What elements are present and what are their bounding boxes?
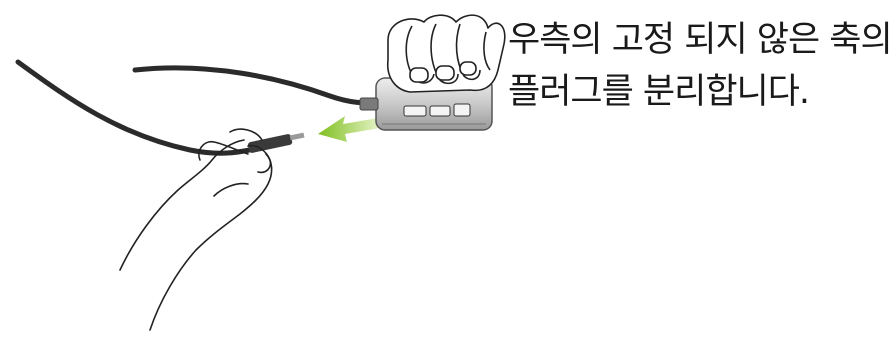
- bottom-hand-icon: [120, 129, 272, 330]
- unplug-illustration: [0, 0, 520, 346]
- cable-top: [135, 68, 382, 103]
- top-hand-icon: [388, 15, 505, 92]
- instruction-line-2: 플러그를 분리합니다.: [508, 66, 888, 118]
- instruction-text: 우측의 고정 되지 않은 축의 플러그를 분리합니다.: [508, 14, 888, 118]
- plug-icon: [247, 133, 304, 154]
- arrow-icon: [318, 116, 380, 142]
- cable-left: [18, 62, 258, 153]
- instruction-line-1: 우측의 고정 되지 않은 축의: [508, 14, 888, 66]
